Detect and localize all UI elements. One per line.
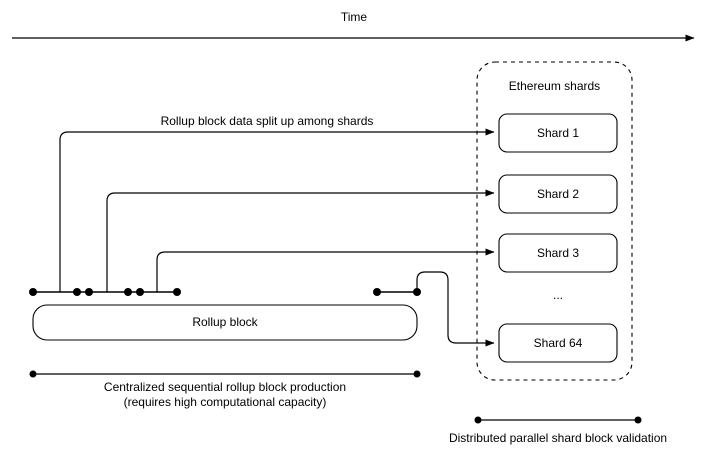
rollup-block-box bbox=[32, 304, 418, 341]
shard-box-64 bbox=[498, 323, 618, 363]
centralized-production-span bbox=[29, 370, 421, 378]
centralized-production-label-line2: (requires high computational capacity) bbox=[123, 395, 327, 409]
shard-box-3 bbox=[498, 233, 618, 273]
shard-label-2: Shard 2 bbox=[536, 187, 580, 201]
rollup-block-label: Rollup block bbox=[192, 315, 258, 329]
ethereum-shards-container bbox=[476, 61, 633, 381]
time-axis-label: Time bbox=[340, 10, 368, 24]
shard-2-connector bbox=[106, 189, 495, 292]
shard-label-1: Shard 1 bbox=[536, 126, 580, 140]
shard-64-connector bbox=[416, 271, 495, 347]
shard-1-connector bbox=[59, 128, 495, 292]
ethereum-shards-title: Ethereum shards bbox=[508, 79, 601, 93]
shard-boxes bbox=[498, 113, 618, 363]
shard-label-3: Shard 3 bbox=[536, 246, 580, 260]
rollup-split-label: Rollup block data split up among shards bbox=[160, 114, 374, 128]
distributed-validation-span bbox=[474, 416, 642, 424]
shard-box-1 bbox=[498, 113, 618, 153]
distributed-validation-label: Distributed parallel shard block validat… bbox=[448, 431, 668, 445]
shards-ellipsis: ... bbox=[552, 288, 563, 302]
timeline-segment-dots bbox=[29, 288, 421, 296]
shard-box-2 bbox=[498, 174, 618, 214]
shard-label-64: Shard 64 bbox=[533, 336, 583, 350]
shard-3-connector bbox=[156, 248, 495, 292]
centralized-production-label-line1: Centralized sequential rollup block prod… bbox=[103, 380, 347, 394]
